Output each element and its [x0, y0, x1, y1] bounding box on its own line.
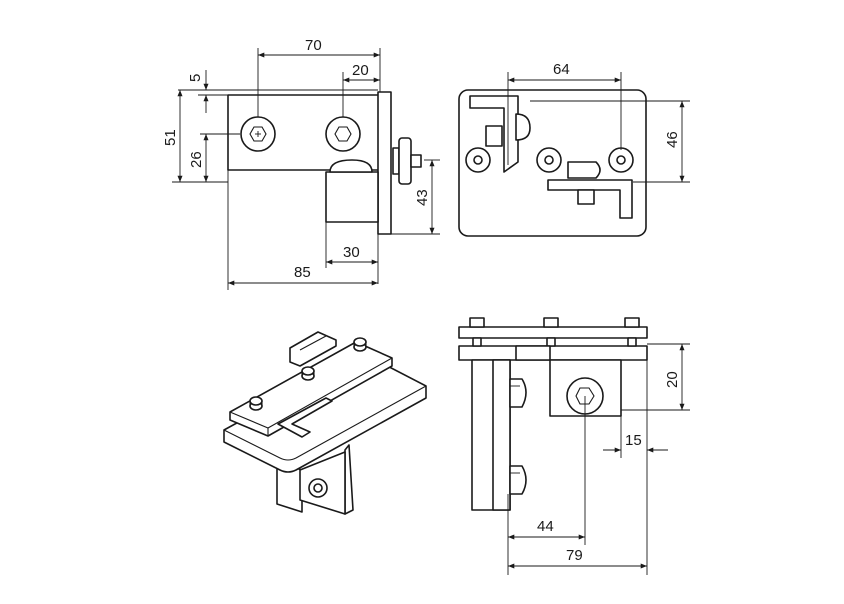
dim-43: 43 — [414, 189, 431, 206]
dim-51: 51 — [162, 129, 179, 146]
top-view — [458, 89, 647, 237]
hole-right — [325, 116, 361, 152]
hex-socket-icon — [334, 126, 352, 142]
knob-lower — [509, 465, 527, 495]
side-view-dimensions: 20 15 44 79 — [507, 343, 690, 575]
screw-top — [567, 161, 601, 179]
knob-upper — [509, 378, 527, 408]
lower-block — [325, 171, 379, 223]
top-plate — [458, 326, 648, 339]
top-view-dimensions: 64 46 — [507, 61, 690, 183]
knob — [398, 137, 412, 185]
knob-top — [515, 113, 531, 141]
dim-70: 70 — [305, 37, 322, 54]
hex-socket-icon — [575, 387, 595, 405]
side-bracket — [377, 91, 392, 235]
knob-shaft — [410, 154, 422, 168]
angle-clip-right — [547, 179, 633, 219]
dim-30: 30 — [343, 244, 360, 261]
middle-plate — [458, 345, 648, 361]
angle-clip-left — [469, 95, 519, 173]
front-view — [227, 91, 422, 235]
dim-20-side: 20 — [664, 371, 681, 388]
dim-85: 85 — [294, 264, 311, 281]
dim-26: 26 — [188, 151, 205, 168]
isometric-view — [223, 331, 427, 515]
hex-socket-icon — [249, 126, 267, 142]
clip-slot — [485, 125, 503, 147]
clip-nut — [577, 189, 595, 205]
knob-washer — [392, 147, 400, 175]
dim-64: 64 — [553, 61, 570, 78]
dim-46: 46 — [664, 131, 681, 148]
dim-20-top: 20 — [352, 62, 369, 79]
dim-44: 44 — [537, 518, 554, 535]
dim-15: 15 — [625, 432, 642, 449]
front-view-dimensions: 70 20 5 51 26 43 30 85 — [162, 37, 440, 290]
side-view — [458, 317, 648, 511]
dim-79: 79 — [566, 547, 583, 564]
dim-5: 5 — [187, 74, 204, 82]
screw-head — [329, 159, 373, 173]
